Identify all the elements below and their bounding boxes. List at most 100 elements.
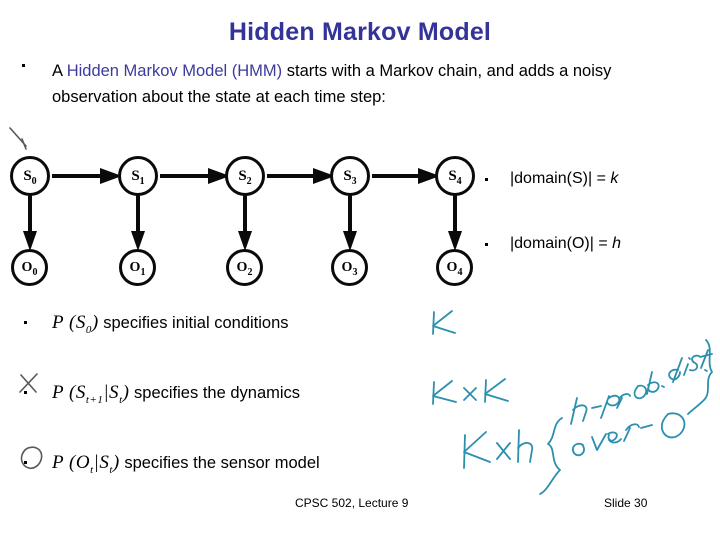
bullet-dot-icon: [485, 178, 488, 181]
node-label: S: [238, 168, 247, 184]
ink-stroke-brace-close: [687, 339, 713, 415]
ink-stroke-kxh-x2: [496, 442, 511, 460]
node-label: S: [131, 168, 140, 184]
ink-stroke-kxh-h2: [517, 442, 534, 463]
node-label: O: [21, 260, 33, 275]
edge-s3-s4-shaft: [372, 174, 422, 178]
bullet-dot-icon: [24, 461, 27, 464]
formula-sub: 0: [85, 323, 92, 336]
intro-rest: starts with a Markov chain, and adds a n…: [52, 62, 612, 106]
ink-stroke-ann-t1: [700, 349, 709, 369]
edge-s0-s1-shaft: [52, 174, 104, 178]
hmm-diagram: S0 S1 S2 S3 S4 O0 O1 O2 O3 O4: [0, 145, 500, 295]
footer-slide-number: Slide 30: [604, 496, 648, 510]
edge-s0-o0-head: [22, 231, 37, 251]
ink-stroke-ann-v: [591, 433, 607, 451]
node-sub: 1: [139, 176, 145, 187]
edge-s1-o1-head: [130, 231, 145, 251]
node-sub: 3: [351, 176, 357, 187]
edge-s1-s2-shaft: [160, 174, 212, 178]
formula-sub2: t: [119, 393, 123, 406]
edge-s4-o4-shaft: [453, 193, 457, 235]
edge-s2-s3-shaft: [267, 174, 317, 178]
state-node-s4: S4: [435, 156, 475, 196]
edge-s1-s2-head: [208, 168, 230, 184]
ink-stroke-ann-d: [668, 357, 683, 383]
formula-p-s0: P (S0): [52, 312, 99, 336]
bullet-description: specifies initial conditions: [98, 314, 289, 332]
intro-highlight: Hidden Markov Model (HMM): [66, 62, 283, 80]
bullet-dot-icon: [24, 391, 27, 394]
node-label: O: [129, 260, 141, 275]
ink-stroke-ann-dash: [591, 405, 602, 409]
edge-s3-o3-shaft: [348, 193, 352, 235]
ink-stroke-ann-o2: [571, 442, 585, 457]
node-sub: 2: [246, 176, 252, 187]
ink-stroke-ann-o: [633, 384, 648, 400]
node-label: S: [343, 168, 352, 184]
edge-s0-o0-shaft: [28, 193, 32, 235]
node-label: S: [448, 168, 457, 184]
bullet-content: P (S0) specifies initial conditions: [52, 312, 289, 336]
bullet-initial-conditions: P (S0) specifies initial conditions: [24, 312, 289, 336]
formula-sub: t: [90, 463, 94, 476]
ink-stroke-ann-p: [600, 394, 621, 419]
ink-stroke-ann-e: [607, 431, 622, 444]
node-label: O: [341, 260, 353, 275]
state-node-s2: S2: [225, 156, 265, 196]
ink-stroke-kxh-x1: [496, 442, 511, 460]
state-node-s1: S1: [118, 156, 158, 196]
node-sub: 0: [32, 266, 38, 278]
ink-stroke-ann-dot2: [704, 369, 708, 372]
observation-node-o4: O4: [436, 249, 473, 286]
observation-node-o2: O2: [226, 249, 263, 286]
node-label: O: [446, 260, 458, 275]
formula-pre: P (S: [52, 312, 86, 333]
edge-s0-s1-head: [100, 168, 122, 184]
ink-stroke-kxh-h1: [517, 429, 520, 463]
observation-node-o1: O1: [119, 249, 156, 286]
edge-s2-s3-head: [313, 168, 335, 184]
state-node-s0: S0: [10, 156, 50, 196]
page-title: Hidden Markov Model: [228, 18, 492, 46]
intro-bullet: A Hidden Markov Model (HMM) starts with …: [22, 58, 667, 110]
side-bullet-domain-o: |domain(O)| = h: [485, 235, 621, 253]
ink-stroke-k1: [432, 311, 435, 335]
ink-stroke-ann-r: [616, 393, 631, 409]
ink-stroke-kxk-2: [432, 380, 457, 403]
side-bullet-domain-s: |domain(S)| = k: [485, 170, 618, 188]
formula-p-transition: P (St+1|St): [52, 382, 130, 406]
bullet-dot-icon: [24, 321, 27, 324]
node-label: S: [23, 168, 32, 184]
ink-stroke-ann-dot1: [661, 385, 665, 388]
domain-s-var: k: [610, 170, 619, 187]
ink-stroke-ann-bigO: [660, 412, 686, 439]
node-sub: 0: [31, 176, 37, 187]
ink-stroke-kxk-x1: [463, 387, 477, 401]
node-sub: 4: [456, 176, 462, 187]
formula-end: ): [122, 382, 130, 403]
ink-stroke-kxk-4: [484, 378, 509, 402]
state-node-s3: S3: [330, 156, 370, 196]
ink-stroke-kxk-1: [432, 381, 435, 405]
side-bullet-text: |domain(O)| = h: [510, 235, 621, 252]
observation-node-o3: O3: [331, 249, 368, 286]
bullet-dot-icon: [485, 243, 488, 246]
ink-stroke-ann-h2: [572, 404, 588, 422]
ink-stroke-k2: [432, 310, 456, 334]
node-sub: 4: [457, 266, 463, 278]
formula-post: ): [91, 312, 99, 333]
ink-stroke-kxh-2: [463, 431, 491, 463]
formula-end: ): [112, 452, 120, 473]
edge-s2-o2-head: [237, 231, 252, 251]
bullet-dot-icon: [22, 64, 25, 67]
edge-s3-o3-head: [342, 231, 357, 251]
formula-sub: t+1: [85, 393, 104, 406]
intro-lead: A: [52, 62, 67, 80]
ink-stroke-ann-t2: [699, 353, 713, 358]
formula-sub2: t: [109, 463, 113, 476]
ink-stroke-kxk-x2: [463, 387, 477, 401]
ink-stroke-ann-i: [683, 357, 691, 376]
domain-o-var: h: [612, 235, 622, 252]
